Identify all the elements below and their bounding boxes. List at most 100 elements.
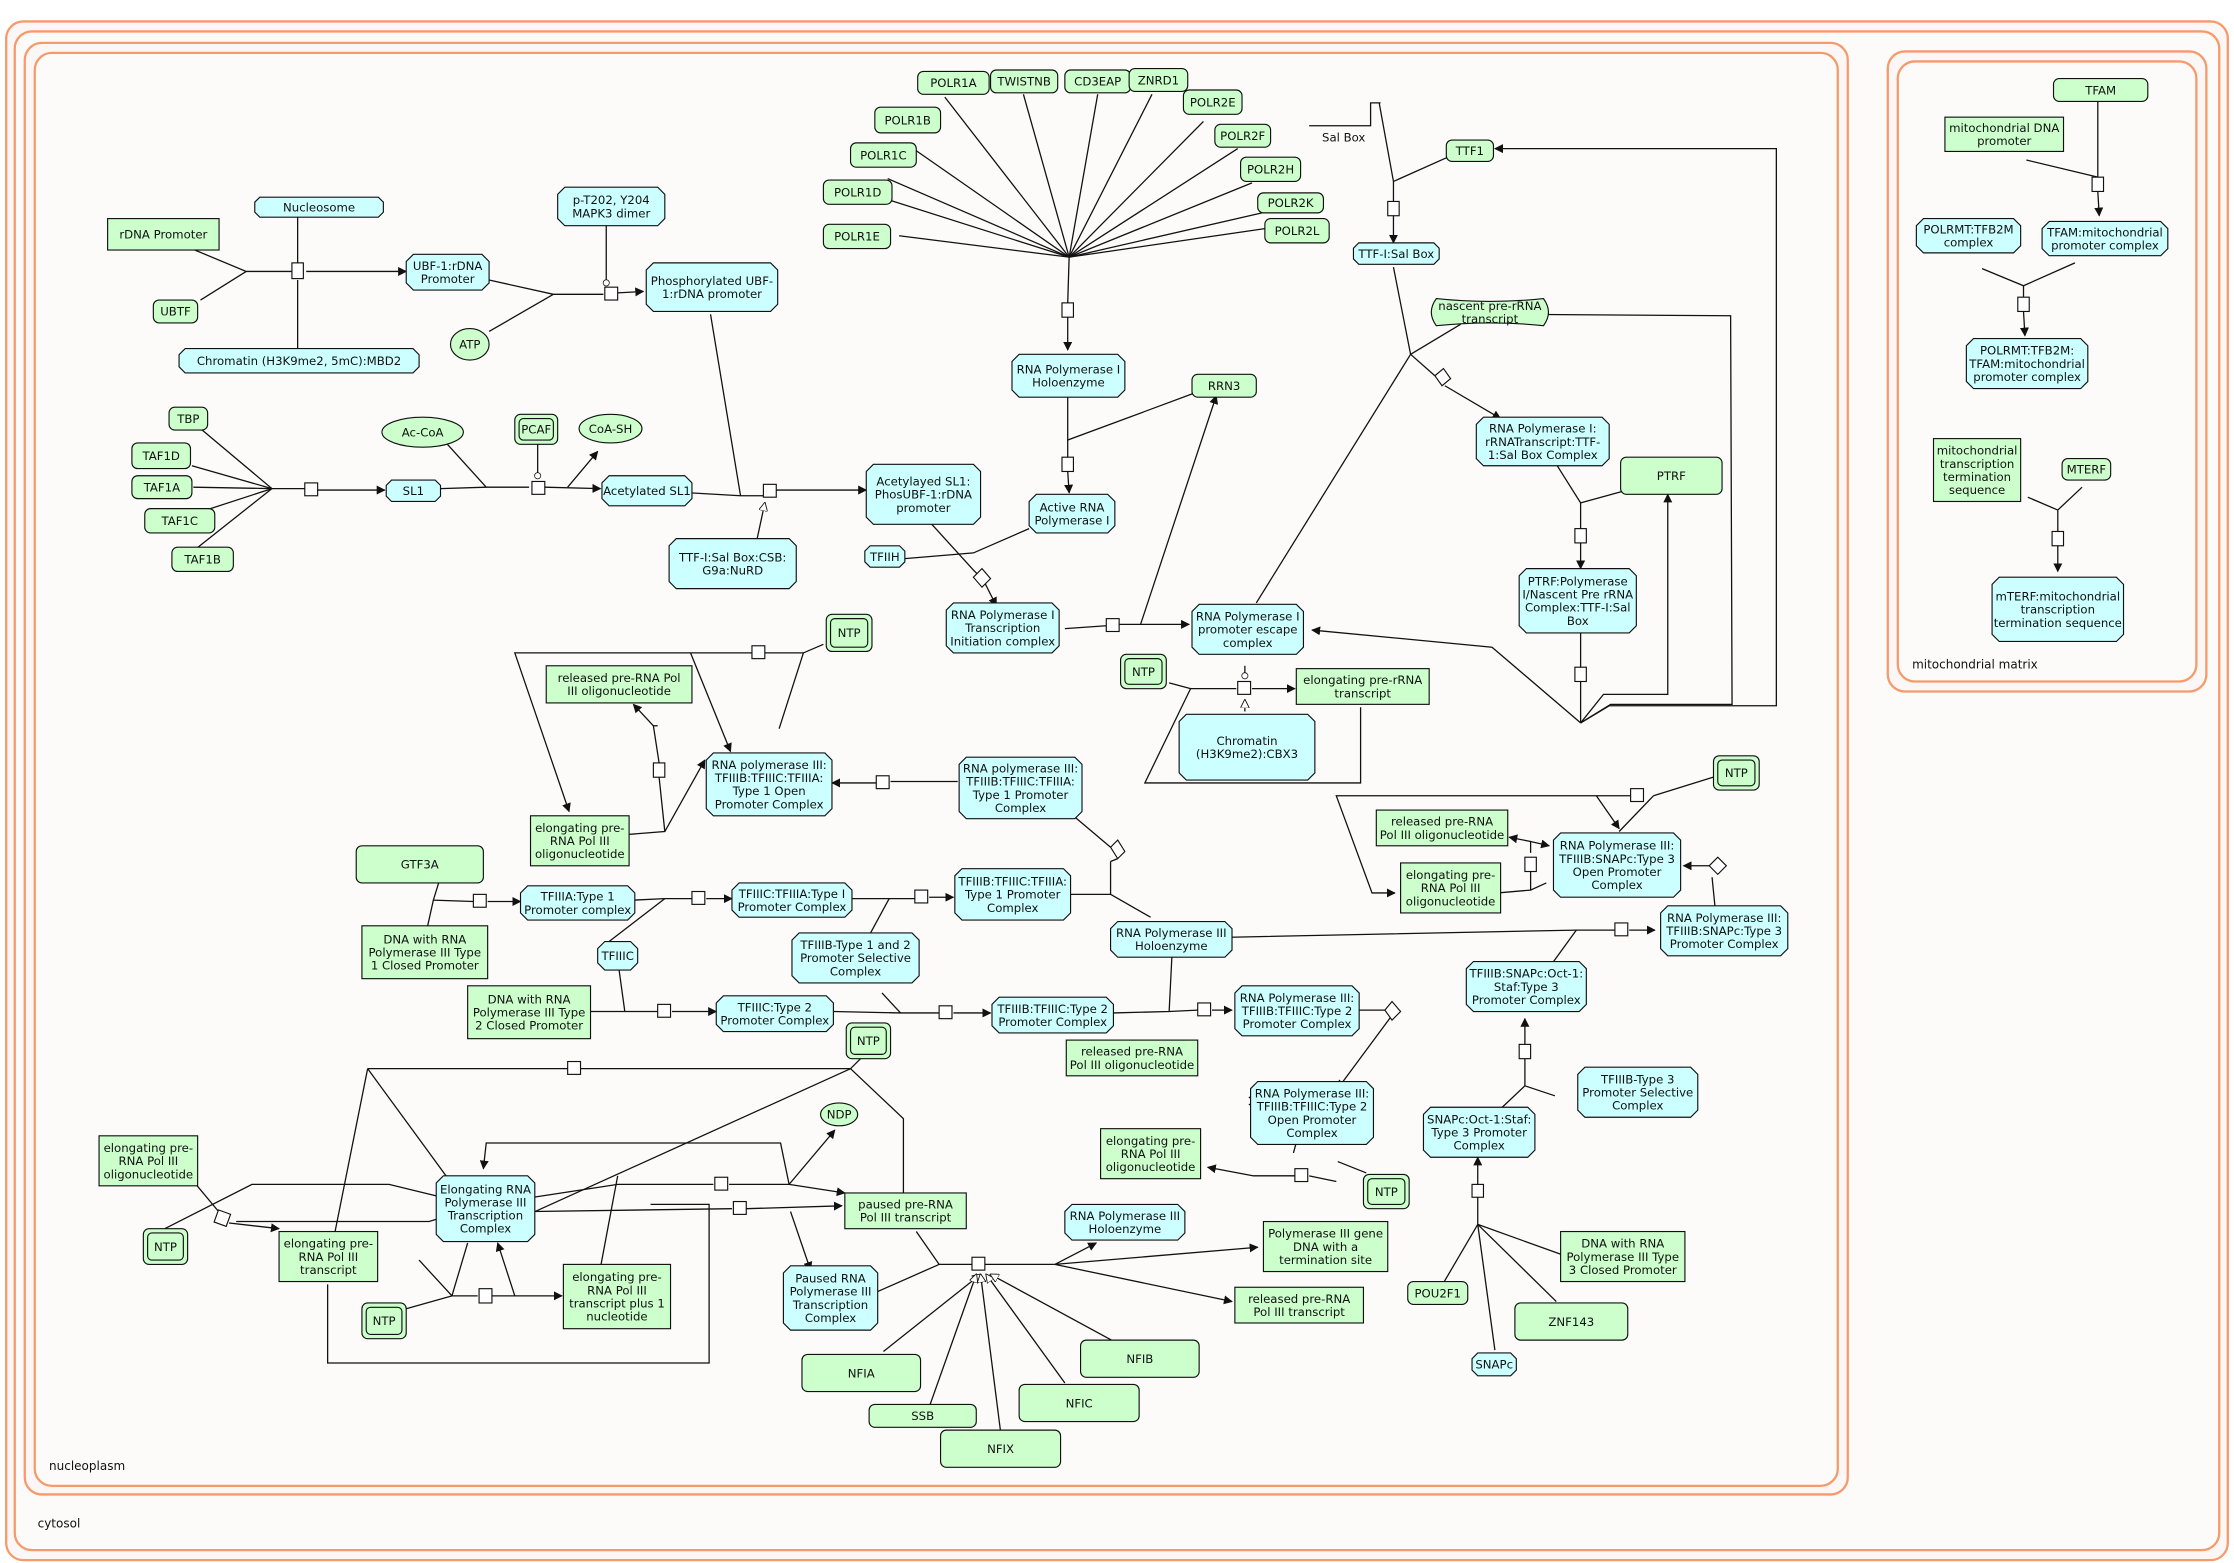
node-coa-sh[interactable]: CoA-SH (578, 413, 643, 444)
node-ttf1[interactable]: TTF1 (1445, 139, 1495, 163)
node-cd3eap[interactable]: CD3EAP (1064, 69, 1132, 94)
node-elong-t3[interactable]: elongating pre-RNA Pol IIIoligonucleotid… (1400, 862, 1502, 914)
node-polr2h[interactable]: POLR2H (1240, 156, 1302, 183)
node-ntp-left[interactable]: NTP (142, 1228, 189, 1265)
node-ntp-bottom[interactable]: NTP (361, 1302, 407, 1340)
node-nucleosome[interactable]: Nucleosome (254, 196, 384, 218)
node-taf1c[interactable]: TAF1C (144, 508, 216, 534)
node-rdna-promoter[interactable]: rDNA Promoter (107, 218, 220, 251)
node-elong-t1[interactable]: elongating pre-RNA Pol IIIoligonucleotid… (529, 815, 630, 867)
node-ssb[interactable]: SSB (868, 1403, 977, 1428)
node-rrn3[interactable]: RRN3 (1191, 373, 1257, 398)
node-tfiiib-tfiiic-tfiiia-t1[interactable]: TFIIIB:TFIIIC:TFIIIA:Type 1 PromoterComp… (954, 868, 1072, 921)
node-snapc[interactable]: SNAPc (1471, 1352, 1517, 1377)
node-ntp-elong-top[interactable]: NTP (845, 1022, 892, 1060)
node-tbp[interactable]: TBP (168, 406, 209, 431)
node-elong-t2[interactable]: elongating pre-RNA Pol IIIoligonucleotid… (1099, 1128, 1202, 1180)
node-polr1e[interactable]: POLR1E (822, 223, 892, 250)
node-ptrf[interactable]: PTRF (1620, 456, 1723, 495)
node-chromatin-mbd2[interactable]: Chromatin (H3K9me2, 5mC):MBD2 (178, 348, 420, 374)
node-pol1-rrna-ttf[interactable]: RNA Polymerase I:rRNATranscript:TTF-1:Sa… (1475, 416, 1610, 467)
node-nfic[interactable]: NFIC (1018, 1383, 1140, 1423)
node-t2-open[interactable]: RNA Polymerase III:TFIIIB:TFIIIC:Type 2O… (1250, 1080, 1375, 1145)
node-polr2e[interactable]: POLR2E (1182, 89, 1243, 115)
node-pou2f1[interactable]: POU2F1 (1407, 1280, 1469, 1305)
node-mterf[interactable]: MTERF (2061, 458, 2112, 481)
node-nfib[interactable]: NFIB (1079, 1339, 1200, 1378)
node-polr1d[interactable]: POLR1D (822, 179, 893, 205)
node-polr2k[interactable]: POLR2K (1257, 192, 1325, 214)
node-sl1[interactable]: SL1 (385, 479, 442, 503)
node-pol3-t3-promoter[interactable]: RNA Polymerase III:TFIIIB:SNAPc:Type 3Pr… (1660, 905, 1789, 957)
node-znf143[interactable]: ZNF143 (1514, 1302, 1629, 1341)
node-mterf-complex[interactable]: mTERF:mitochondrialtranscriptionterminat… (1991, 576, 2125, 643)
node-t1-open[interactable]: RNA polymerase III:TFIIIB:TFIIIC:TFIIIA:… (705, 752, 833, 817)
node-atp[interactable]: ATP (449, 328, 490, 361)
node-twistnb[interactable]: TWISTNB (989, 69, 1059, 94)
node-gtf3a[interactable]: GTF3A (355, 845, 484, 884)
node-ntp-t3[interactable]: NTP (1712, 755, 1760, 791)
node-t1-promoter-full[interactable]: RNA polymerase III:TFIIIB:TFIIIC:TFIIIA:… (958, 756, 1083, 820)
node-taf1d[interactable]: TAF1D (131, 442, 192, 470)
node-pol1-init[interactable]: RNA Polymerase ITranscriptionInitiation … (945, 602, 1060, 654)
node-polr2l[interactable]: POLR2L (1264, 218, 1330, 244)
node-nfix[interactable]: NFIX (939, 1429, 1062, 1468)
node-elong-oligo-left[interactable]: elongating pre-RNA Pol IIIoligonucleotid… (98, 1135, 199, 1187)
node-tfiih[interactable]: TFIIH (864, 545, 906, 568)
node-ndp[interactable]: NDP (819, 1102, 859, 1127)
node-ntp-t1[interactable]: NTP (825, 613, 873, 653)
node-chromatin-cbx3[interactable]: Chromatin(H3K9me2):CBX3 (1178, 713, 1316, 781)
node-ubtf[interactable]: UBTF (152, 299, 199, 324)
node-polr1b[interactable]: POLR1B (874, 106, 942, 134)
node-polrmt-tfb2m-tfam[interactable]: POLRMT:TFB2M:TFAM:mitochondrialpromoter … (1965, 338, 2089, 390)
node-tfiiic[interactable]: TFIIIC (597, 940, 639, 971)
node-t3-open[interactable]: RNA Polymerase III:TFIIIB:SNAPc:Type 3Op… (1552, 832, 1682, 898)
node-pol3-t2-promoter[interactable]: RNA Polymerase III:TFIIIB:TFIIIC:Type 2P… (1234, 985, 1360, 1037)
node-pcaf[interactable]: PCAF (514, 413, 559, 445)
node-nfia[interactable]: NFIA (801, 1353, 922, 1393)
node-ttf-salbox[interactable]: TTF-I:Sal Box (1352, 242, 1440, 265)
node-ttf-csb[interactable]: TTF-I:Sal Box:CSB:G9a:NuRD (668, 538, 797, 590)
node-ac-coa[interactable]: Ac-CoA (381, 416, 464, 448)
node-taf1b[interactable]: TAF1B (171, 546, 234, 573)
node-polr2f[interactable]: POLR2F (1214, 123, 1272, 148)
node-tfam[interactable]: TFAM (2052, 78, 2149, 103)
node-phos-ubf1[interactable]: Phosphorylated UBF-1:rDNA promoter (645, 262, 779, 313)
node-ntp-pol1[interactable]: NTP (1120, 653, 1167, 690)
node-ntp-t2[interactable]: NTP (1362, 1173, 1410, 1210)
node-acetylated-sl1[interactable]: Acetylated SL1 (601, 475, 693, 507)
